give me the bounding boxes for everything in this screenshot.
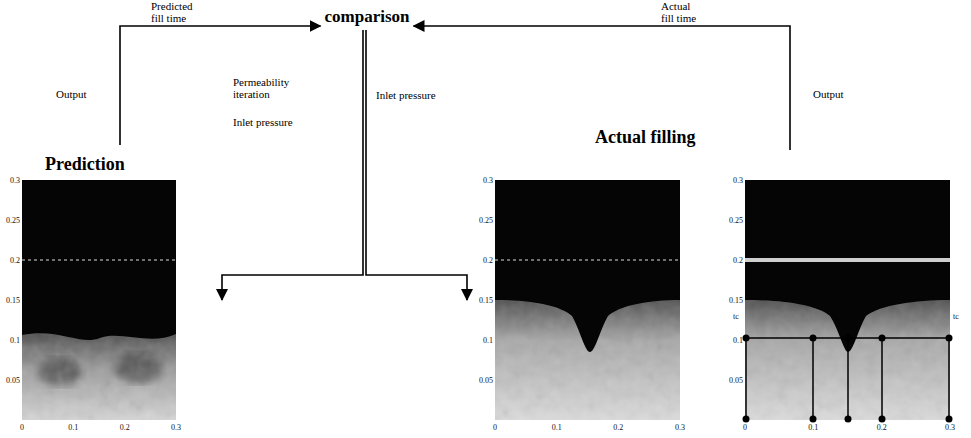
texture: [495, 298, 680, 420]
axis-tick: 0.3: [945, 423, 955, 432]
flow-note: Output: [55, 88, 88, 101]
axis-tick: 0.3: [483, 176, 493, 185]
grid-dot: [946, 335, 953, 342]
flow-arrow: [120, 26, 321, 145]
edge-label: Permeability iteration: [232, 76, 308, 100]
axis-tick: 0.05: [6, 376, 20, 385]
dashed-line: [22, 259, 176, 260]
texture: [745, 298, 950, 420]
axis-tick: 0.15: [479, 296, 493, 305]
axis-tick: 0: [743, 423, 747, 432]
grid-line: [948, 338, 950, 420]
grid-line: [881, 338, 883, 420]
flow-note: Output: [812, 88, 845, 101]
axis-tick: 0.1: [10, 336, 20, 345]
plot-ground: [745, 180, 950, 420]
grid-verticals: [746, 338, 949, 420]
axis-tick: 0.1: [808, 423, 818, 432]
filled-region: [495, 298, 680, 420]
axis-tick: 0.2: [613, 423, 623, 432]
actual-panel: Actual filling: [467, 150, 958, 435]
axis-tick: 0.25: [729, 216, 743, 225]
actual-plot: [495, 180, 680, 420]
node-heading: Prediction: [45, 153, 125, 175]
prediction-panel: Prediction: [8, 145, 222, 435]
fill-gradient: [495, 298, 680, 420]
grid-dot: [845, 335, 852, 342]
filled-region: [22, 325, 176, 420]
grid-dot: [879, 416, 886, 423]
axis-tick: 0.3: [675, 423, 685, 432]
grid-dot: [810, 416, 817, 423]
edge-label: Inlet pressure: [375, 89, 457, 101]
time-marker: tc: [733, 312, 739, 321]
flow-note: Inlet pressure: [232, 116, 294, 129]
axis-tick: 0: [20, 423, 24, 432]
plot-ground: [495, 180, 680, 420]
axis-tick: 0.1: [483, 336, 493, 345]
axis-tick: 0.1: [733, 336, 743, 345]
axis-tick: 0.1: [68, 423, 78, 432]
node-heading: Actual filling: [595, 126, 696, 148]
grid-dot: [810, 335, 817, 342]
axis-tick: 0.25: [6, 216, 20, 225]
axis-tick: 0.2: [483, 256, 493, 265]
flow-arrow: [222, 30, 363, 300]
axis-tick: 0.3: [733, 176, 743, 185]
texture: [22, 325, 176, 420]
grid-dot: [879, 335, 886, 342]
axis-tick: 0.2: [120, 423, 130, 432]
node-heading: comparison: [325, 6, 410, 28]
grid-dot: [743, 335, 750, 342]
axis-tick: 0.2: [10, 256, 20, 265]
flow-arrow: [366, 30, 467, 300]
fill-gradient: [22, 325, 176, 420]
plot-ground: [22, 180, 176, 420]
hub-label: comparison: [321, 6, 414, 30]
front-line: [745, 258, 950, 262]
time-marker: tc: [953, 312, 959, 321]
prediction-plot: [22, 180, 176, 420]
axis-tick: 0.15: [6, 296, 20, 305]
edge-label: Actual fill time: [660, 0, 706, 24]
axis-tick: 0.3: [10, 176, 20, 185]
analysis-plot: [743, 180, 953, 423]
grid-dot: [946, 416, 953, 423]
axis-tick: 0.2: [733, 256, 743, 265]
axis-tick: 0.3: [171, 423, 181, 432]
edge-label: Predicted fill time: [150, 0, 202, 24]
axis-tick: 0.2: [877, 423, 887, 432]
grid-dot: [743, 416, 750, 423]
grid-dots: [743, 335, 953, 423]
grid-line: [745, 338, 747, 420]
grid-line: [812, 338, 814, 420]
axis-tick: 0.05: [479, 376, 493, 385]
grid-line: [847, 338, 849, 420]
axis-tick: 0.15: [729, 296, 743, 305]
axis-tick: 0.05: [729, 376, 743, 385]
dashed-line: [495, 259, 680, 260]
filled-region: [745, 298, 950, 420]
grid-dot: [845, 416, 852, 423]
axis-tick: 0.1: [552, 423, 562, 432]
fill-gradient: [745, 298, 950, 420]
axis-tick: 0.25: [479, 216, 493, 225]
flow-arrow: [414, 26, 791, 150]
axis-tick: 0: [493, 423, 497, 432]
